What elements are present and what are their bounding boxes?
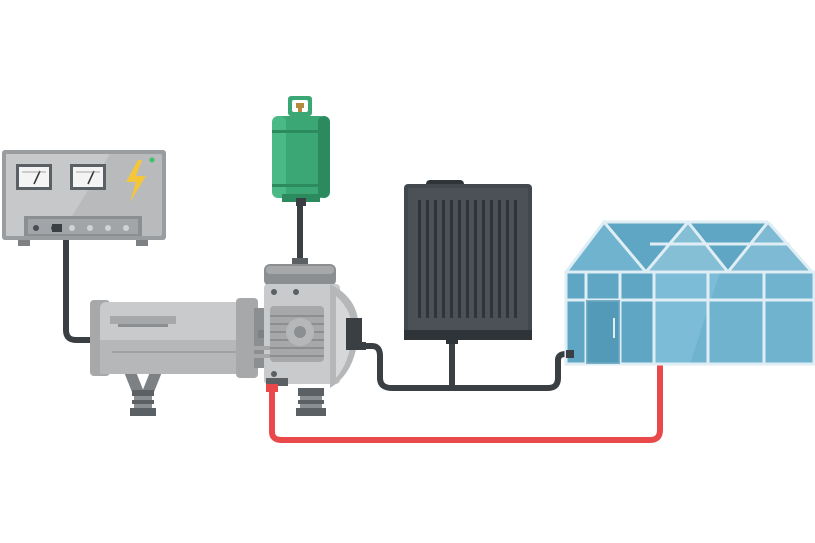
hot-pipe xyxy=(269,359,663,443)
power-led-icon xyxy=(149,157,155,163)
greenhouse-icon xyxy=(564,219,815,366)
pipe-fittings xyxy=(52,224,574,392)
return-pipe xyxy=(355,343,575,391)
connection-lines xyxy=(55,198,663,443)
radiator-icon xyxy=(404,180,532,344)
lightning-bolt-icon xyxy=(126,160,146,202)
power-supply-icon xyxy=(2,150,166,246)
voltmeter-icon xyxy=(16,164,52,190)
compressor-icon xyxy=(248,258,362,416)
gas-cylinder-icon xyxy=(272,96,330,206)
power-cable xyxy=(55,225,99,343)
electric-motor-icon xyxy=(90,298,272,416)
ammeter-icon xyxy=(70,164,106,190)
